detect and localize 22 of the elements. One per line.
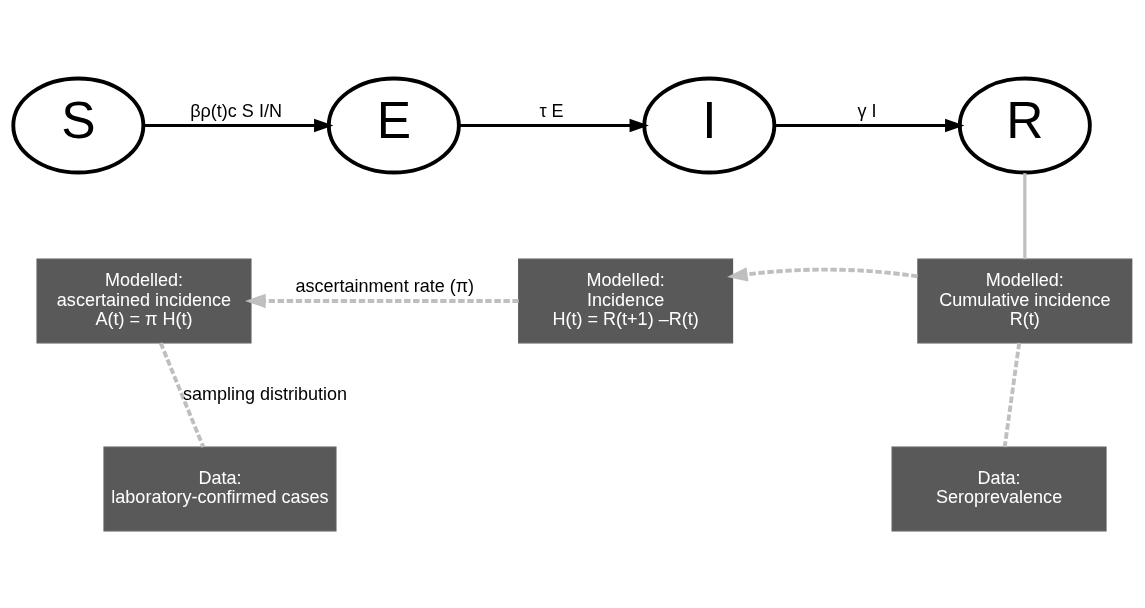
edge-label: sampling distribution (182, 383, 348, 404)
node-box: Data: laboratory-confirmed cases (103, 446, 337, 531)
edge-label: βρ(t)c S I/N (190, 100, 282, 121)
arrow (143, 118, 334, 132)
node-ellipse: I (642, 76, 777, 174)
node-ellipse: R (957, 76, 1092, 174)
node-ellipse: S (11, 76, 146, 174)
connector (158, 341, 206, 448)
node-ellipse: E (326, 76, 461, 174)
edge-label: γ I (857, 100, 877, 121)
node-box: Data: Seroprevalence (891, 446, 1107, 531)
node-box: Modelled: Cumulative incidence R(t) (917, 258, 1133, 343)
node-box: Modelled: Incidence H(t) = R(t+1) –R(t) (518, 258, 734, 343)
edge-label: τ E (539, 100, 564, 121)
connector (1023, 172, 1027, 259)
arrow (459, 118, 649, 132)
arrow (245, 293, 519, 308)
connector (1002, 342, 1022, 447)
node-box: Modelled: ascertained incidence A(t) = π H(t) (36, 258, 252, 343)
arrow (727, 266, 918, 281)
arrow (774, 118, 965, 132)
edge-label: ascertainment rate (π) (295, 275, 475, 296)
